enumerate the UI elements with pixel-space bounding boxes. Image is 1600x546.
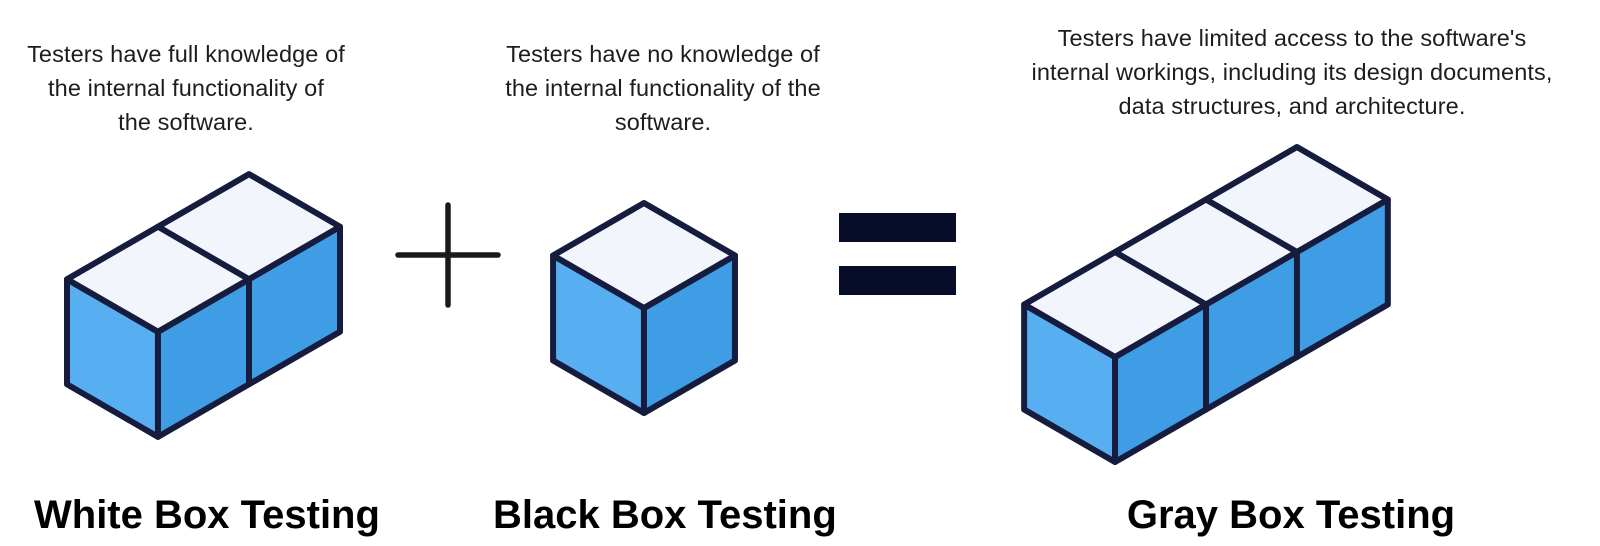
equals-bar: [839, 213, 956, 242]
white-box-label: White Box Testing: [34, 493, 380, 537]
gray-box-label: Gray Box Testing: [1126, 493, 1456, 537]
description-line: data structures, and architecture.: [1118, 93, 1466, 119]
description-line: Testers have no knowledge of: [506, 41, 820, 67]
equals-bar: [839, 266, 956, 295]
description-line: Testers have limited access to the softw…: [1057, 25, 1527, 51]
description-line: the internal functionality of: [48, 75, 324, 101]
description-line: software.: [614, 109, 712, 135]
black-box-label: Black Box Testing: [493, 493, 837, 537]
gray-box-description: Testers have limited access to the softw…: [985, 21, 1599, 123]
gray-box-cubes-illustration: [1021, 144, 1391, 465]
description-line: internal workings, including its design …: [1031, 59, 1553, 85]
black-box-description: Testers have no knowledge of the interna…: [463, 37, 863, 139]
description-line: the internal functionality of the: [505, 75, 821, 101]
equals-icon: [839, 213, 956, 295]
plus-icon: [395, 202, 501, 308]
white-box-description: Testers have full knowledge of the inter…: [6, 37, 366, 139]
description-line: Testers have full knowledge of: [27, 41, 345, 67]
description-line: the software.: [118, 109, 254, 135]
white-box-cubes-illustration: [64, 171, 344, 440]
black-box-cube-illustration: [550, 200, 738, 416]
